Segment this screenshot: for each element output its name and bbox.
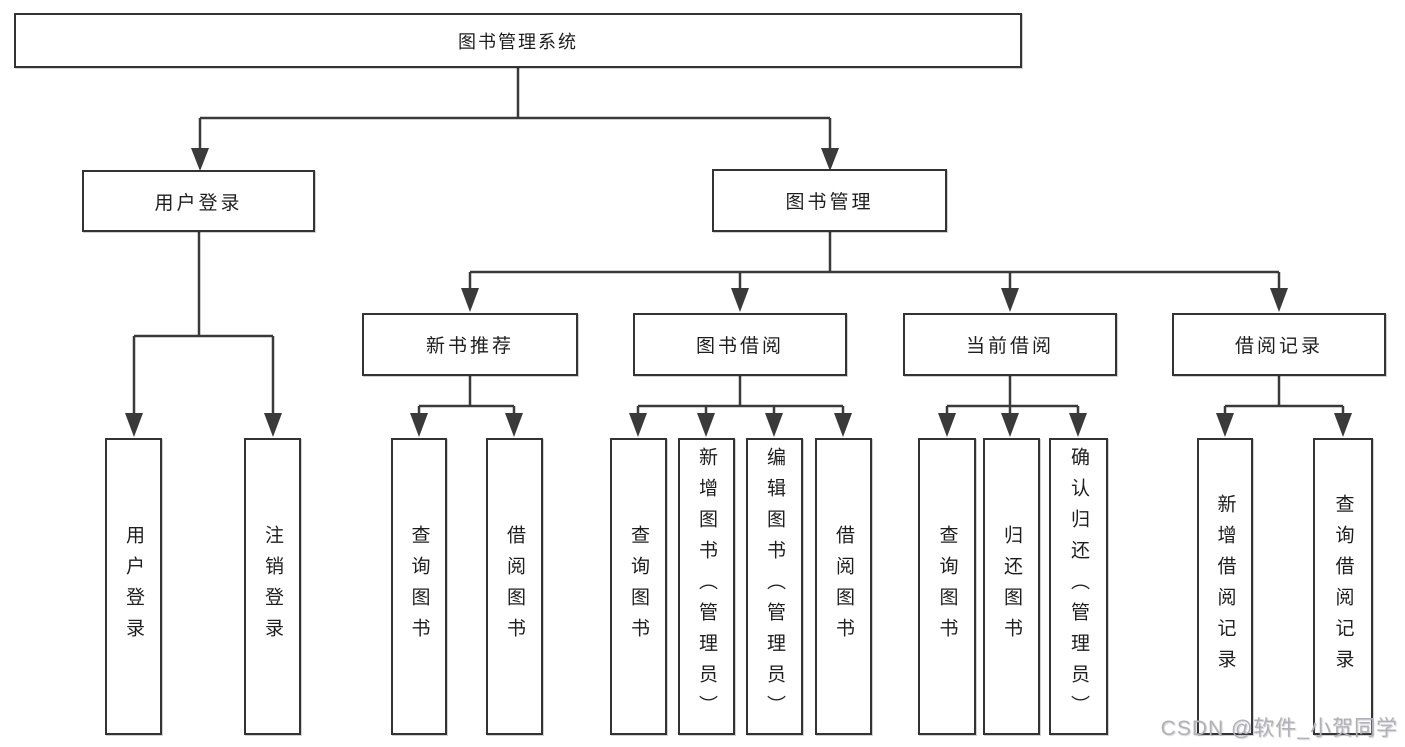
node-query-books-1: 查询图书: [391, 438, 447, 735]
node-add-borrow-record: 新增借阅记录: [1197, 438, 1253, 735]
node-borrow-books-1: 借阅图书: [486, 438, 543, 735]
node-root: 图书管理系统: [14, 13, 1022, 68]
connector-book-borrow-to-children: [629, 376, 852, 437]
node-query-books-3: 查询图书: [918, 438, 976, 735]
node-current-borrow-label: 当前借阅: [965, 336, 1054, 357]
connector-current-borrow-to-children: [938, 376, 1087, 437]
node-user-login: 用户登录: [82, 170, 315, 232]
node-query-borrow-record: 查询借阅记录: [1313, 438, 1373, 735]
connector-borrow-records-to-children: [1216, 376, 1352, 437]
node-borrow-books-2: 借阅图书: [815, 438, 872, 735]
node-book-borrow-label: 图书借阅: [695, 336, 784, 357]
connector-root-to-level2: [191, 68, 839, 171]
node-borrow-records-label: 借阅记录: [1234, 336, 1323, 357]
node-book-borrow: 图书借阅: [633, 313, 847, 376]
node-book-management: 图书管理: [712, 169, 947, 232]
node-query-books-2: 查询图书: [610, 438, 667, 735]
node-return-books: 归还图书: [983, 438, 1040, 735]
node-user-login-action: 用户登录: [105, 438, 162, 735]
node-borrow-records: 借阅记录: [1172, 313, 1386, 376]
node-root-label: 图书管理系统: [458, 31, 578, 52]
connector-book-management-to-modules: [461, 232, 1288, 312]
node-new-book-recommend: 新书推荐: [362, 313, 578, 376]
csdn-watermark: CSDN @软件_小贺同学: [1160, 717, 1398, 740]
node-user-login-label: 用户登录: [154, 192, 243, 214]
node-add-books-admin: 新增图书（管理员）: [678, 438, 735, 735]
connector-new-book-recommend-to-children: [410, 376, 523, 437]
node-edit-books-admin: 编辑图书（管理员）: [746, 438, 803, 735]
node-new-book-recommend-label: 新书推荐: [425, 336, 514, 357]
node-book-management-label: 图书管理: [785, 192, 874, 213]
node-logout: 注销登录: [244, 438, 301, 735]
connector-user-login-to-children: [125, 232, 282, 437]
node-confirm-return-admin: 确认归还（管理员）: [1049, 438, 1108, 735]
node-current-borrow: 当前借阅: [903, 313, 1117, 376]
